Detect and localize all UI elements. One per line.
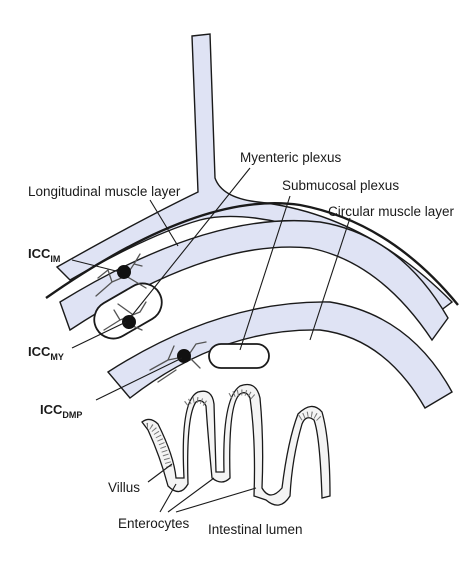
leader-villus	[147, 463, 173, 483]
serosa-line	[45, 201, 459, 306]
leader-longitudinal	[149, 199, 179, 247]
longitudinal-muscle-band	[59, 219, 449, 342]
leader-icc-my	[71, 321, 127, 349]
label-myenteric-plexus: Myenteric plexus	[240, 150, 342, 165]
leader-enterocytes-1	[159, 483, 177, 513]
label-icc-im: ICCIM	[28, 246, 60, 264]
leader-submucosal	[239, 195, 291, 351]
label-intestinal-lumen: Intestinal lumen	[208, 522, 303, 537]
submucosal-plexus-shape	[208, 343, 270, 369]
icc-my-cell	[103, 301, 147, 331]
label-submucosal-plexus: Submucosal plexus	[282, 178, 399, 193]
icc-dmp-cell	[149, 341, 207, 383]
leader-circular	[309, 217, 351, 341]
leader-icc-dmp	[95, 357, 183, 401]
label-icc-dmp: ICCDMP	[40, 402, 82, 420]
villi	[141, 383, 331, 506]
label-longitudinal-muscle-layer: Longitudinal muscle layer	[28, 184, 181, 199]
leader-enterocytes-3	[175, 487, 257, 513]
label-circular-muscle-layer: Circular muscle layer	[328, 204, 455, 219]
label-villus: Villus	[108, 480, 140, 495]
leader-enterocytes-2	[167, 477, 215, 513]
circular-muscle-band	[106, 301, 453, 409]
leader-myenteric	[129, 167, 251, 319]
icc-im-cell	[95, 253, 147, 297]
label-icc-my: ICCMY	[28, 344, 64, 362]
label-enterocytes: Enterocytes	[118, 516, 190, 531]
leader-icc-im	[71, 259, 121, 273]
villus-outline	[141, 383, 331, 506]
